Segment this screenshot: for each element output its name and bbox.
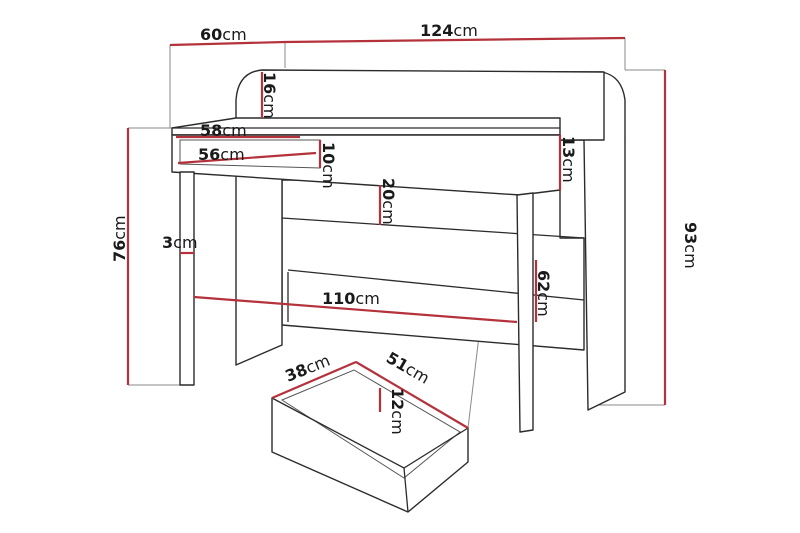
dim-line-38 [271,360,357,400]
label-13: 13cm [559,136,578,183]
dim-line-56 [177,151,317,165]
label-62: 62cm [534,270,553,317]
dim-line-110 [193,295,518,324]
label-16: 16cm [260,72,279,119]
label-58: 58cm [200,121,247,140]
right-side-panel [559,71,626,411]
dim-line-60 [169,40,286,47]
right-front-leg [516,192,534,433]
front-apron [171,134,561,196]
dimension-labels: 60cm 124cm 16cm 58cm 56cm 10cm 13cm 20cm… [110,21,700,435]
back-structure [281,179,585,351]
desk-body [171,69,626,433]
label-110: 110cm [322,289,380,308]
label-60: 60cm [200,25,247,44]
dimension-lines [126,36,667,429]
label-93: 93cm [681,222,700,269]
dim-line-124 [284,36,626,44]
dim-line-51 [355,361,469,429]
label-12: 12cm [388,388,407,435]
drawer-inner [280,369,461,479]
label-124: 124cm [420,21,478,40]
label-20: 20cm [379,178,398,225]
label-10: 10cm [319,142,338,189]
label-56: 56cm [198,145,245,164]
label-3: 3cm [162,233,198,252]
label-76: 76cm [110,215,129,262]
left-front-leg [179,171,195,386]
